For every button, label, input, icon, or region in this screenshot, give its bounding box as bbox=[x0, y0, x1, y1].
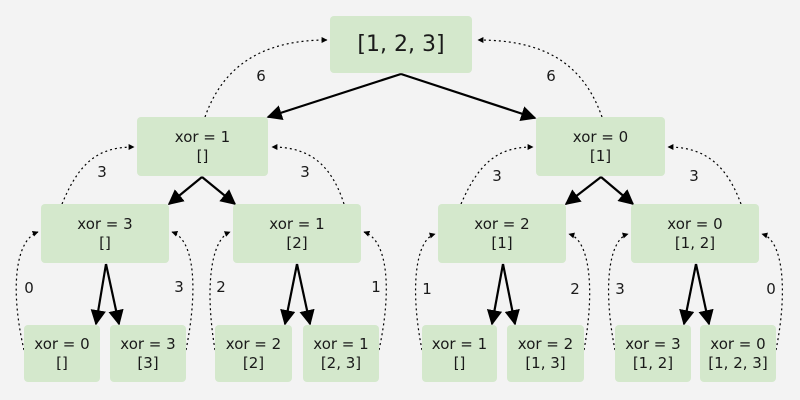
call-edge-root-l bbox=[266, 72, 402, 121]
node-set: [] bbox=[453, 353, 466, 372]
node-set: [1] bbox=[589, 146, 612, 165]
node-set: [3] bbox=[137, 353, 159, 372]
node-rrr: xor = 0 [1, 2, 3] bbox=[700, 325, 776, 382]
call-edge-rl-rlr bbox=[501, 263, 520, 326]
call-edge-rr-rrr bbox=[694, 263, 714, 326]
call-edge-l-ll bbox=[167, 176, 203, 205]
return-edge-l-root bbox=[204, 37, 328, 118]
return-value-rlr-rl: 2 bbox=[570, 280, 580, 298]
return-edge-rrl-rr bbox=[607, 232, 629, 351]
node-lll: xor = 0 [] bbox=[24, 325, 100, 382]
return-value-lll-ll: 0 bbox=[24, 279, 34, 297]
node-xor: xor = 1 bbox=[313, 334, 369, 353]
node-xor: xor = 2 bbox=[474, 214, 530, 233]
node-rl: xor = 2 [1] bbox=[438, 204, 566, 263]
return-value-lrl-lr: 2 bbox=[216, 278, 226, 296]
call-edge-rr-rrl bbox=[679, 263, 698, 326]
return-value-ll-l: 3 bbox=[97, 163, 107, 181]
node-lrr: xor = 1 [2, 3] bbox=[303, 325, 379, 382]
return-value-rl-r: 3 bbox=[492, 167, 502, 185]
node-xor: xor = 3 bbox=[120, 334, 176, 353]
call-edge-ll-llr bbox=[104, 263, 124, 326]
node-set: [1, 2] bbox=[674, 233, 716, 252]
return-value-l-root: 6 bbox=[256, 67, 266, 85]
return-edge-rlr-rl bbox=[568, 232, 591, 351]
node-lrl: xor = 2 [2] bbox=[215, 325, 292, 382]
return-value-lr-l: 3 bbox=[300, 163, 310, 181]
node-xor: xor = 2 bbox=[517, 334, 574, 353]
node-xor: xor = 0 bbox=[667, 214, 723, 233]
call-edge-root-r bbox=[400, 72, 537, 121]
return-edge-rr-r bbox=[667, 144, 742, 205]
return-value-rr-r: 3 bbox=[689, 167, 699, 185]
return-edge-rll-rl bbox=[414, 232, 436, 351]
call-edge-r-rl bbox=[564, 176, 602, 205]
call-edge-ll-lll bbox=[90, 263, 108, 326]
node-set: [2] bbox=[242, 353, 265, 372]
return-edge-rrr-rr bbox=[761, 232, 783, 351]
node-root: [1, 2, 3] bbox=[330, 16, 472, 73]
node-set: [1, 3] bbox=[525, 353, 566, 372]
node-xor: xor = 0 bbox=[34, 334, 90, 353]
return-edge-lrl-lr bbox=[209, 231, 231, 351]
node-set: [] bbox=[196, 146, 209, 165]
node-xor: xor = 0 bbox=[710, 334, 766, 353]
node-xor: xor = 1 bbox=[431, 334, 488, 353]
call-edge-rl-rll bbox=[486, 263, 505, 326]
node-llr: xor = 3 [3] bbox=[110, 325, 186, 382]
node-set: [1, 2, 3] bbox=[708, 353, 768, 372]
return-value-rrr-rr: 0 bbox=[766, 280, 776, 298]
node-lr: xor = 1 [2] bbox=[233, 204, 361, 263]
node-set: [2, 3] bbox=[320, 353, 362, 372]
node-rrl: xor = 3 [1, 2] bbox=[615, 325, 691, 382]
node-rlr: xor = 2 [1, 3] bbox=[507, 325, 584, 382]
node-set: [] bbox=[99, 233, 111, 252]
node-rll: xor = 1 [] bbox=[422, 325, 497, 382]
node-xor: xor = 0 bbox=[572, 127, 629, 146]
return-value-rll-rl: 1 bbox=[422, 280, 432, 298]
node-xor: xor = 2 bbox=[225, 334, 282, 353]
return-value-rrl-rr: 3 bbox=[615, 280, 625, 298]
call-edge-lr-lrl bbox=[280, 263, 299, 326]
node-set: [2] bbox=[286, 233, 308, 252]
call-edge-r-rr bbox=[600, 176, 635, 205]
node-root-set: [1, 2, 3] bbox=[357, 31, 445, 57]
node-l: xor = 1 [] bbox=[137, 117, 268, 176]
node-xor: xor = 3 bbox=[77, 214, 133, 233]
node-xor: xor = 1 bbox=[174, 127, 231, 146]
return-value-r-root: 6 bbox=[546, 67, 556, 85]
node-set: [1] bbox=[491, 233, 513, 252]
node-xor: xor = 3 bbox=[625, 334, 681, 353]
return-value-lrr-lr: 1 bbox=[371, 278, 381, 296]
node-xor: xor = 1 bbox=[269, 214, 325, 233]
node-ll: xor = 3 [] bbox=[41, 204, 169, 263]
node-set: [1, 2] bbox=[632, 353, 674, 372]
node-r: xor = 0 [1] bbox=[536, 117, 665, 176]
return-value-llr-ll: 3 bbox=[174, 278, 184, 296]
call-edge-l-lr bbox=[201, 176, 237, 205]
call-edge-lr-lrr bbox=[295, 263, 315, 326]
node-rr: xor = 0 [1, 2] bbox=[631, 204, 759, 263]
node-set: [] bbox=[56, 353, 68, 372]
return-edge-rl-r bbox=[460, 144, 534, 205]
